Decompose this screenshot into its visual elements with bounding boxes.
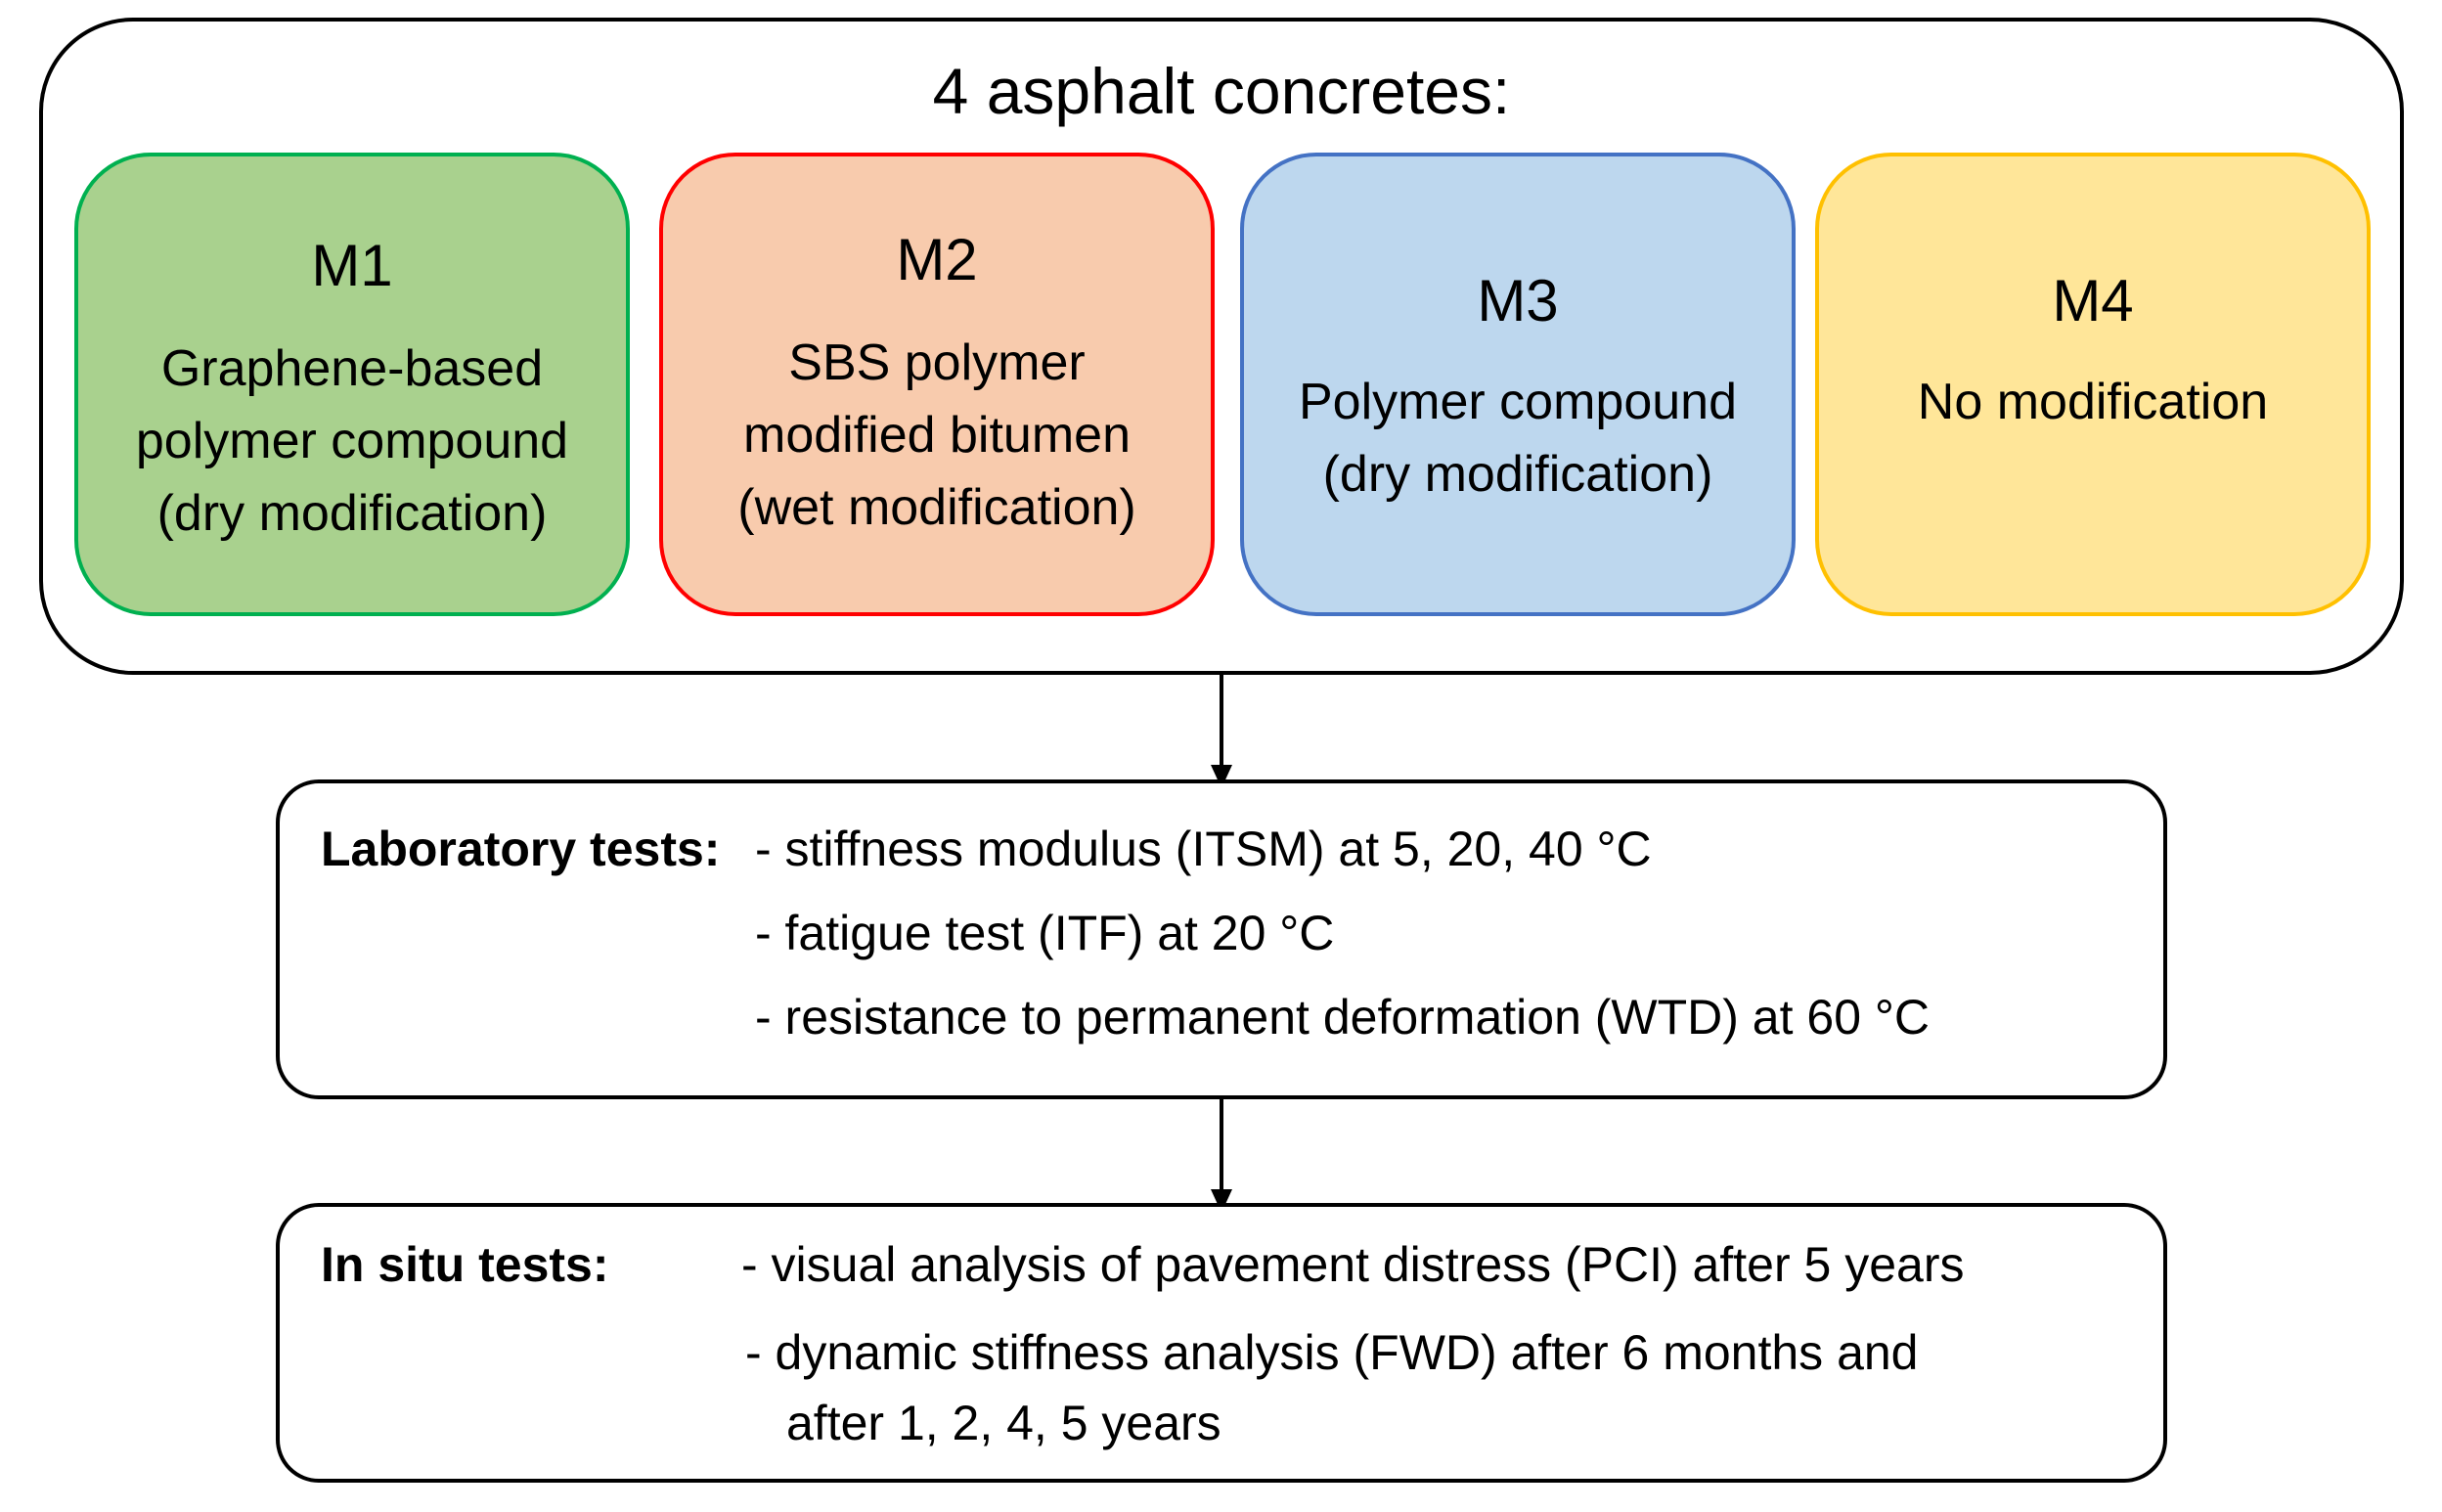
laboratory-test-item: - fatigue test (ITF) at 20 °C [755, 906, 1335, 960]
in-situ-test-item: - dynamic stiffness analysis (FWD) after… [745, 1325, 1919, 1380]
mix-description-line: Polymer compound [1299, 374, 1737, 430]
in-situ-test-item: after 1, 2, 4, 5 years [786, 1396, 1221, 1450]
mix-description-line: polymer compound [135, 413, 569, 469]
mix-id: M3 [1477, 268, 1559, 334]
mix-description-line: No modification [1917, 374, 2269, 430]
mix-card-m3: M3 Polymer compound (dry modification) [1240, 153, 1796, 616]
in-situ-test-item: - visual analysis of pavement distress (… [741, 1237, 1965, 1292]
mix-card-m2: M2 SBS polymer modified bitumen (wet mod… [659, 153, 1215, 616]
mix-card-m1: M1 Graphene-based polymer compound (dry … [74, 153, 630, 616]
mix-id: M4 [2052, 268, 2134, 334]
laboratory-test-item: - resistance to permanent deformation (W… [755, 990, 1931, 1045]
asphalt-concretes-title: 4 asphalt concretes: [932, 55, 1511, 127]
mix-description-line: SBS polymer [788, 334, 1086, 391]
laboratory-test-item: - stiffness modulus (ITSM) at 5, 20, 40 … [755, 822, 1652, 876]
mix-description-line: Graphene-based [160, 340, 544, 397]
mix-description-line: (dry modification) [1322, 446, 1713, 503]
mix-id: M2 [896, 227, 978, 292]
mix-card-m4: M4 No modification [1815, 153, 2371, 616]
flow-arrow-line [1220, 1099, 1223, 1193]
mix-description-line: (dry modification) [156, 485, 548, 542]
flow-arrow-line [1220, 675, 1223, 769]
laboratory-tests-label: Laboratory tests: [321, 822, 721, 876]
in-situ-tests-label: In situ tests: [321, 1237, 609, 1292]
mix-description-line: modified bitumen [743, 407, 1131, 464]
mix-id: M1 [311, 233, 393, 298]
in-situ-tests-box: In situ tests: - visual analysis of pave… [276, 1203, 2167, 1483]
laboratory-tests-box: Laboratory tests: - stiffness modulus (I… [276, 779, 2167, 1099]
mix-description-line: (wet modification) [737, 479, 1136, 536]
